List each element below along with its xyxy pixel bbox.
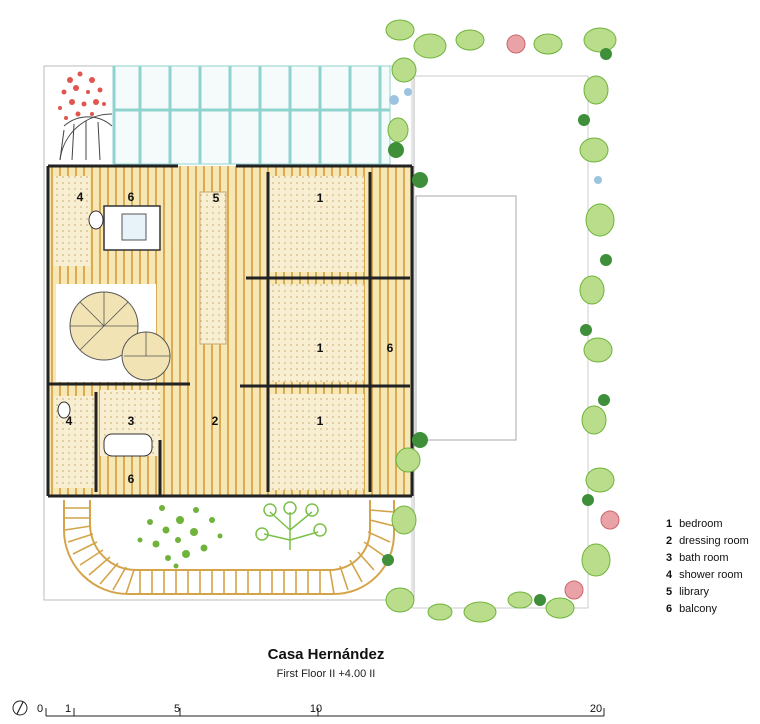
legend: 1 bedroom 2 dressing room 3 bath room 4 …	[666, 516, 749, 618]
legend-label: bath room	[679, 552, 729, 564]
exterior-stair	[59, 113, 113, 161]
legend-number: 6	[666, 603, 673, 615]
roof-greenery	[382, 19, 620, 623]
walls	[46, 164, 414, 498]
legend-number: 3	[666, 552, 673, 564]
flowering-tree	[58, 71, 106, 120]
scale-label-0: 0	[37, 703, 43, 715]
deck-tree-left	[137, 505, 223, 569]
legend-label: library	[679, 586, 710, 598]
scale-label-1: 1	[65, 703, 71, 715]
legend-number: 4	[666, 569, 673, 581]
scale-bar: 0 1 5 10 20	[12, 700, 605, 717]
legend-item: 4 shower room	[666, 567, 749, 584]
bed-area-2	[270, 284, 364, 382]
scale-label-5: 5	[174, 703, 180, 715]
room-labels: 1 1 1 2 3 4 4 5 6 6 6	[66, 190, 394, 486]
legend-label: dressing room	[679, 535, 749, 547]
legend-number: 2	[666, 535, 673, 547]
deck-tree-right	[255, 501, 327, 550]
bed-area-1	[270, 176, 364, 272]
library-shelf	[199, 191, 227, 345]
bathtub	[103, 433, 153, 457]
legend-label: balcony	[679, 603, 717, 615]
washbasin	[103, 205, 161, 251]
scale-label-10: 10	[310, 703, 322, 715]
room-label-bedroom-3: 1	[317, 414, 324, 428]
room-label-balcony-2: 6	[387, 341, 394, 355]
legend-item: 1 bedroom	[666, 516, 749, 533]
legend-label: shower room	[679, 569, 743, 581]
room-label-bedroom-1: 1	[317, 191, 324, 205]
legend-item: 6 balcony	[666, 601, 749, 618]
legend-item: 3 bath room	[666, 550, 749, 567]
room-label-balcony-3: 6	[128, 472, 135, 486]
curved-deck	[63, 500, 395, 595]
legend-label: bedroom	[679, 518, 723, 530]
north-arrow-icon	[12, 700, 28, 716]
plan-subtitle: First Floor II +4.00 II	[276, 668, 376, 680]
legend-item: 2 dressing room	[666, 533, 749, 550]
bed-area-3	[270, 394, 364, 490]
pergola	[112, 65, 391, 165]
toilet-lower	[57, 401, 71, 419]
spiral-stair	[56, 284, 171, 382]
lower-roof	[415, 195, 517, 441]
room-label-balcony-1: 6	[128, 190, 135, 204]
scale-label-20: 20	[590, 703, 602, 715]
shower-room-floor-upper	[54, 176, 90, 266]
room-label-library: 5	[213, 191, 220, 205]
room-label-shower-room-2: 4	[66, 414, 73, 428]
room-label-dressing-room: 2	[212, 414, 219, 428]
scale-ticks	[45, 708, 605, 717]
room-label-bedroom-2: 1	[317, 341, 324, 355]
plan-title: Casa Hernández	[267, 646, 385, 663]
room-label-bath-room: 3	[128, 414, 135, 428]
toilet-upper	[88, 210, 104, 230]
legend-number: 1	[666, 518, 673, 530]
legend-number: 5	[666, 586, 673, 598]
room-label-shower-room-1: 4	[77, 190, 84, 204]
legend-item: 5 library	[666, 584, 749, 601]
